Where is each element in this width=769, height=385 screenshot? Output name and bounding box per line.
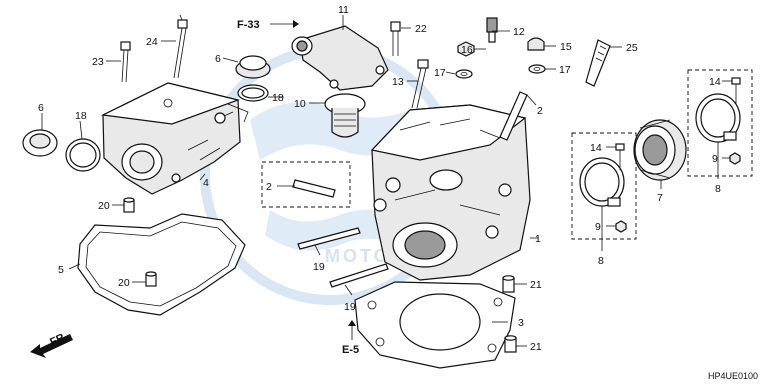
callout-17-right: 17 <box>559 64 571 76</box>
ref-e5: E-5 <box>342 344 359 356</box>
callout-8-middle: 8 <box>598 255 604 267</box>
front-arrow-icon <box>30 334 73 358</box>
bolt-24 <box>173 19 188 79</box>
bolt-23 <box>120 41 131 83</box>
callout-1: 1 <box>535 233 541 245</box>
callout-9-middle: 9 <box>595 221 601 233</box>
band-8-middle <box>579 157 625 207</box>
callout-19-upper: 19 <box>313 261 325 273</box>
thermostat-cover-11 <box>291 25 389 91</box>
callout-4: 4 <box>203 177 209 189</box>
callout-2-left: 2 <box>266 181 272 193</box>
callout-17-left: 17 <box>434 67 446 79</box>
callout-7: 7 <box>657 192 663 204</box>
band-8-right <box>695 93 741 143</box>
callout-18-top: 18 <box>272 92 284 104</box>
callout-24: 24 <box>146 36 158 48</box>
e5-arrow <box>348 320 356 340</box>
callout-12: 12 <box>513 26 525 38</box>
callout-14-middle: 14 <box>590 142 602 154</box>
callout-9-right: 9 <box>712 153 718 165</box>
valve-guide-box <box>261 161 351 208</box>
callout-3: 3 <box>518 317 524 329</box>
valve-guide-2-top <box>499 91 528 141</box>
callout-15: 15 <box>560 41 572 53</box>
stud-19-upper <box>297 227 361 250</box>
head-cover-gasket-5 <box>77 213 246 316</box>
o-ring-18-left <box>65 138 101 172</box>
callout-11: 11 <box>338 4 349 16</box>
callout-8-right: 8 <box>715 183 721 195</box>
f33-arrow <box>270 20 299 28</box>
callout-21-upper: 21 <box>530 279 542 291</box>
cap-nut-15 <box>527 37 545 51</box>
cylinder-head-gasket-3 <box>354 281 516 369</box>
callout-6-top: 6 <box>215 53 221 65</box>
ref-f33: F-33 <box>237 19 260 31</box>
nut-9-right <box>729 152 741 165</box>
dowel-pin-20-bottom <box>145 271 157 287</box>
leader-lines <box>41 14 732 347</box>
filler-cap-6-top <box>235 55 271 79</box>
callout-14-right: 14 <box>709 76 721 88</box>
callout-6-left: 6 <box>38 102 44 114</box>
filler-cap-6-left <box>22 129 58 157</box>
cylinder-head <box>370 104 531 281</box>
washer-17-right <box>528 64 546 74</box>
callout-25: 25 <box>626 42 638 54</box>
callout-13: 13 <box>392 76 404 88</box>
dowel-21-lower <box>504 335 517 353</box>
callout-16: 16 <box>461 44 473 56</box>
o-ring-18-top <box>237 84 269 102</box>
callout-21-lower: 21 <box>530 341 542 353</box>
callout-labels: 24 23 6 6 18 18 4 11 22 10 12 16 15 17 1… <box>38 4 758 381</box>
cylinder-head-cover <box>100 82 249 195</box>
callout-10: 10 <box>294 98 306 110</box>
bolt-13 <box>411 59 429 109</box>
callout-20-top: 20 <box>98 200 110 212</box>
diagram-code: HP4UE0100 <box>708 371 758 381</box>
callout-2-top: 2 <box>537 105 543 117</box>
intake-joint-7 <box>633 119 687 181</box>
dowel-21-upper <box>502 275 515 293</box>
stud-19-lower <box>329 263 389 288</box>
spark-plug-25 <box>585 39 611 87</box>
callout-18-left: 18 <box>75 110 87 122</box>
callout-20-bottom: 20 <box>118 277 130 289</box>
dowel-pin-20-top <box>123 197 135 213</box>
front-label: FR. <box>48 330 69 348</box>
callout-22: 22 <box>415 23 427 35</box>
nut-9-middle <box>615 220 627 233</box>
cap-nut-16 <box>457 41 475 57</box>
callout-19-lower: 19 <box>344 301 356 313</box>
washer-17-left <box>455 69 473 79</box>
temp-sensor-12 <box>486 17 498 43</box>
thermostat-10 <box>324 93 366 138</box>
callout-5: 5 <box>58 264 64 276</box>
intake-joint-box-middle <box>571 132 637 240</box>
bolt-22 <box>390 21 401 56</box>
intake-joint-box-right <box>687 69 753 177</box>
callout-23: 23 <box>92 56 104 68</box>
valve-guide-2-left <box>292 179 336 198</box>
